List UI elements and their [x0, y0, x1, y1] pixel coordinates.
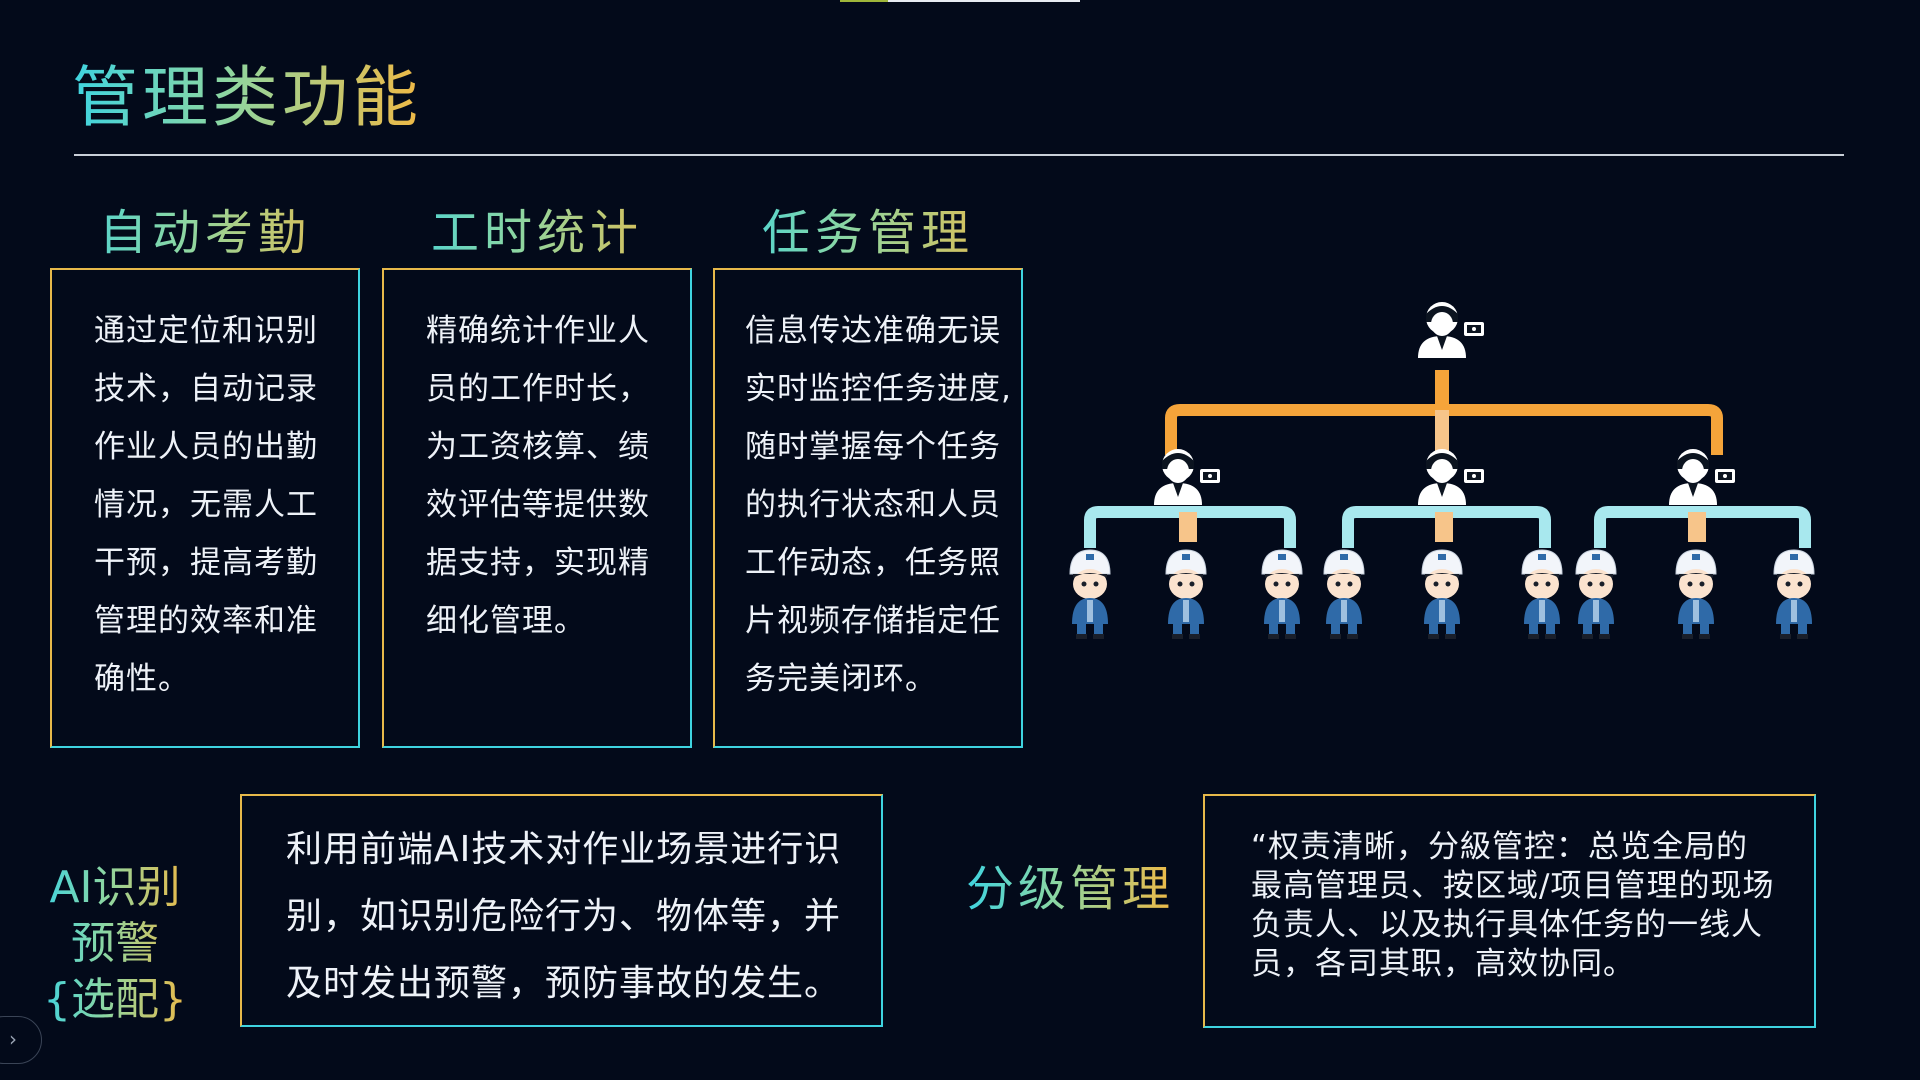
connector-line: [1435, 370, 1449, 412]
worker-icon: [1421, 549, 1463, 640]
mid-manager-icon: [1669, 449, 1735, 505]
connector-line: [1179, 512, 1197, 542]
text-line: 效评估等提供数: [426, 487, 650, 523]
text-line: 为工资核算、绩: [426, 429, 650, 465]
card-work-hours: 精确统计作业人 员的工作时长， 为工资核算、绩 效评估等提供数 据支持，实现精 …: [382, 268, 692, 748]
text-line: 负责人、以及执行具体任务的一线人: [1251, 907, 1763, 943]
text-line: “权责清晰，分級管控：总览全局的: [1251, 829, 1749, 865]
text-line: 别，如识别危险行为、物体等，并: [286, 896, 842, 937]
text-line: 实时监控任务进度,: [745, 371, 1012, 407]
card-title-attendance: 自动考勤: [50, 202, 360, 264]
card-title-task-management: 任务管理: [713, 202, 1023, 264]
card-title-work-hours: 工时统计: [382, 202, 692, 264]
text-line: 技术，自动记录: [94, 371, 318, 407]
top-manager-icon: [1418, 302, 1484, 358]
text-line: 确性。: [94, 661, 190, 697]
worker-icon: [1069, 549, 1111, 640]
label-line: {选配}: [43, 974, 187, 1025]
worker-icon: [1521, 549, 1563, 640]
worker-icon: [1575, 549, 1617, 640]
connector-line: [1435, 512, 1453, 542]
worker-icon: [1165, 549, 1207, 640]
text-line: 的执行状态和人员: [745, 487, 1001, 523]
text-line: 通过定位和识别: [94, 313, 318, 349]
text-line: 片视频存储指定任: [745, 603, 1001, 639]
text-line: 作业人员的出勤: [94, 429, 318, 465]
text-line: 随时掌握每个任务: [745, 429, 1001, 465]
text-line: 最高管理员、按区域/项目管理的现场: [1251, 868, 1775, 904]
worker-icon: [1773, 549, 1815, 640]
text-line: 信息传达准确无误: [745, 313, 1001, 349]
text-line: 据支持，实现精: [426, 545, 650, 581]
text-line: 工作动态，任务照: [745, 545, 1001, 581]
mid-manager-icon: [1418, 449, 1484, 505]
page-title: 管理类功能: [72, 59, 422, 136]
text-line: 务完美闭环。: [745, 661, 937, 697]
text-line: 及时发出预警，预防事故的发生。: [286, 963, 842, 1004]
ai-recognition-box: 利用前端AI技术对作业场景进行识 别，如识别危险行为、物体等，并 及时发出预警，…: [240, 794, 883, 1027]
connector-line: [1435, 410, 1449, 456]
text-line: 员的工作时长，: [426, 371, 650, 407]
worker-icon: [1675, 549, 1717, 640]
card-attendance: 通过定位和识别 技术，自动记录 作业人员的出勤 情况，无需人工 干预，提高考勤 …: [50, 268, 360, 748]
slide-nav-button[interactable]: ›: [0, 1016, 42, 1064]
hierarchy-box: “权责清晰，分級管控：总览全局的 最高管理员、按区域/项目管理的现场 负责人、以…: [1203, 794, 1816, 1028]
label-line: AI识别: [49, 862, 181, 913]
text-line: 员，各司其职，高效协同。: [1251, 946, 1635, 982]
connector-line: [1688, 512, 1706, 542]
top-progress-bar: [840, 0, 1080, 2]
card-task-management: 信息传达准确无误 实时监控任务进度, 随时掌握每个任务 的执行状态和人员 工作动…: [713, 268, 1023, 748]
label-line: 预警: [71, 918, 159, 969]
hierarchy-label: 分级管理: [966, 858, 1174, 920]
ai-recognition-text: 利用前端AI技术对作业场景进行识 别，如识别危险行为、物体等，并 及时发出预警，…: [286, 816, 861, 1017]
hierarchy-text: “权责清晰，分級管控：总览全局的 最高管理员、按区域/项目管理的现场 负责人、以…: [1251, 828, 1792, 984]
text-line: 管理的效率和准: [94, 603, 318, 639]
card-work-hours-text: 精确统计作业人 员的工作时长， 为工资核算、绩 效评估等提供数 据支持，实现精 …: [426, 302, 672, 650]
worker-icon: [1261, 549, 1303, 640]
chevron-right-icon: ›: [9, 1027, 17, 1051]
ai-recognition-label: AI识别 预警 {选配}: [40, 860, 190, 1028]
text-line: 干预，提高考勤: [94, 545, 318, 581]
text-line: 细化管理。: [426, 603, 586, 639]
worker-icon: [1323, 549, 1365, 640]
text-line: 利用前端AI技术对作业场景进行识: [286, 829, 842, 870]
org-chart-diagram: [1069, 302, 1815, 640]
text-line: 情况，无需人工: [94, 487, 318, 523]
card-attendance-text: 通过定位和识别 技术，自动记录 作业人员的出勤 情况，无需人工 干预，提高考勤 …: [94, 302, 340, 708]
mid-manager-icon: [1154, 449, 1220, 505]
text-line: 精确统计作业人: [426, 313, 650, 349]
title-divider: [74, 154, 1844, 156]
card-task-management-text: 信息传达准确无误 实时监控任务进度, 随时掌握每个任务 的执行状态和人员 工作动…: [745, 302, 1015, 708]
